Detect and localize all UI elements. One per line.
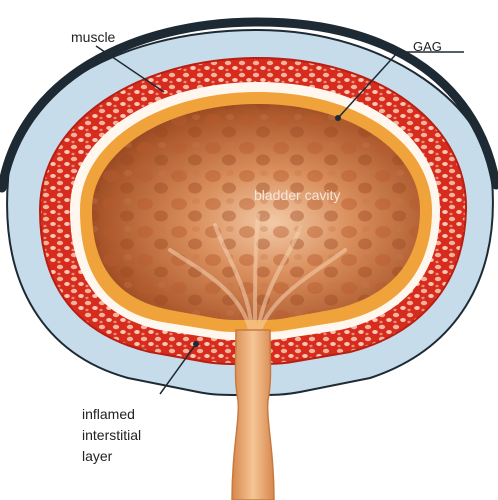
- inflamed-label-line-1: inflamed: [82, 404, 141, 425]
- inflamed-label-line-2: interstitial: [82, 425, 141, 446]
- gag-label: GAG: [413, 38, 442, 56]
- bladder-cavity-label: bladder cavity: [254, 186, 340, 204]
- inflamed-label-line-3: layer: [82, 446, 141, 467]
- muscle-label: muscle: [71, 28, 115, 46]
- inflamed-interstitial-layer-label: inflamed interstitial layer: [82, 404, 141, 467]
- urethra: [232, 330, 274, 500]
- inflamed-leader-dot: [193, 341, 199, 347]
- gag-leader-dot: [335, 115, 341, 121]
